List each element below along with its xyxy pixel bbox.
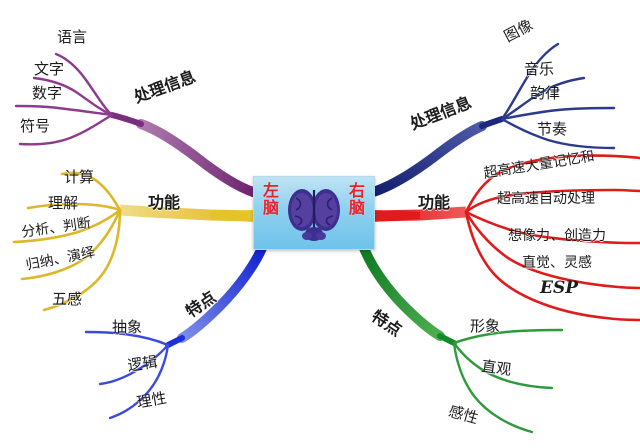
- node-right-traits-0[interactable]: 形象: [470, 317, 501, 335]
- node-right-function-2[interactable]: 想像力、创造力: [508, 228, 606, 244]
- center-label-left: 左脑: [262, 181, 279, 217]
- node-right-function-1[interactable]: 超高速自动处理: [497, 191, 595, 207]
- node-left-process-1[interactable]: 文字: [34, 60, 65, 78]
- node-right-process-3[interactable]: 节奏: [537, 120, 568, 138]
- node-right-function-3[interactable]: 直觉、灵感: [522, 255, 592, 271]
- node-right-function-4[interactable]: ESP: [540, 278, 579, 298]
- node-left-function-4[interactable]: 五感: [52, 290, 83, 308]
- node-left-traits-0[interactable]: 抽象: [112, 318, 143, 336]
- node-right-process-1[interactable]: 音乐: [524, 60, 555, 78]
- node-right-process-2[interactable]: 韵律: [530, 84, 561, 102]
- node-left-function-0[interactable]: 计算: [64, 168, 95, 186]
- node-left-process-3[interactable]: 符号: [20, 117, 51, 135]
- node-left-process-0[interactable]: 语言: [57, 28, 88, 46]
- node-left-traits-1[interactable]: 逻辑: [126, 352, 159, 375]
- center-node[interactable]: 左脑 右脑: [253, 176, 375, 250]
- node-right-traits-1[interactable]: 直观: [480, 356, 513, 379]
- node-left-process-2[interactable]: 数字: [32, 84, 63, 102]
- center-label-right: 右脑: [348, 181, 365, 217]
- node-left-function-1[interactable]: 理解: [48, 194, 79, 212]
- brain-icon: [288, 189, 340, 241]
- branch-label-left-function[interactable]: 功能: [148, 193, 181, 212]
- branch-label-right-function[interactable]: 功能: [418, 193, 451, 212]
